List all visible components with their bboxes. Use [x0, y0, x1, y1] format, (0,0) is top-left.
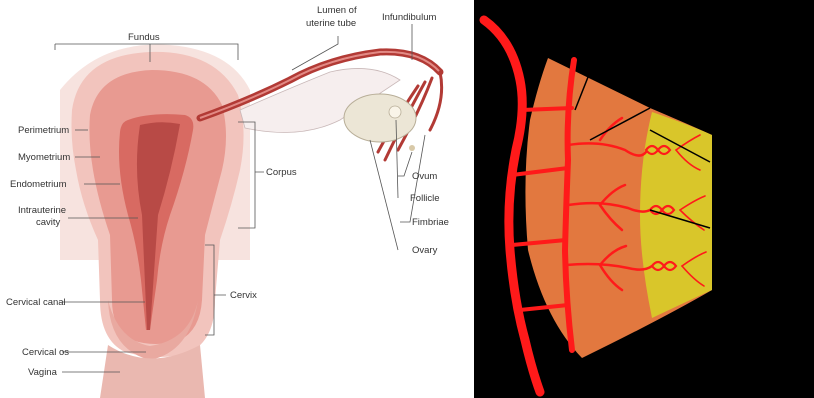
uterus-anatomy-panel: Fundus Lumen of uterine tube Infundibulu… — [0, 0, 470, 398]
ovum — [409, 145, 415, 151]
endometrium-band — [640, 112, 712, 318]
label-corpus: Corpus — [266, 167, 297, 178]
label-fimbriae: Fimbriae — [412, 217, 449, 228]
vascular-schematic-panel — [474, 0, 814, 398]
label-intrauterine: Intrauterine — [18, 205, 66, 216]
label-cervical-canal: Cervical canal — [6, 297, 66, 308]
panel-divider — [470, 0, 474, 398]
label-cervical-os: Cervical os — [22, 347, 69, 358]
label-myometrium: Myometrium — [18, 152, 70, 163]
label-follicle: Follicle — [410, 193, 440, 204]
label-endometrium: Endometrium — [10, 179, 67, 190]
label-cervix: Cervix — [230, 290, 257, 301]
label-ovum: Ovum — [412, 171, 437, 182]
label-cavity: cavity — [36, 217, 61, 228]
label-ovary: Ovary — [412, 245, 438, 256]
label-lumen-2: uterine tube — [306, 18, 356, 29]
label-perimetrium: Perimetrium — [18, 125, 69, 136]
label-vagina: Vagina — [28, 367, 58, 378]
ovary — [344, 94, 416, 142]
label-lumen: Lumen of — [317, 5, 357, 16]
follicle — [389, 106, 401, 118]
label-infundibulum: Infundibulum — [382, 12, 436, 23]
label-fundus: Fundus — [128, 32, 160, 43]
